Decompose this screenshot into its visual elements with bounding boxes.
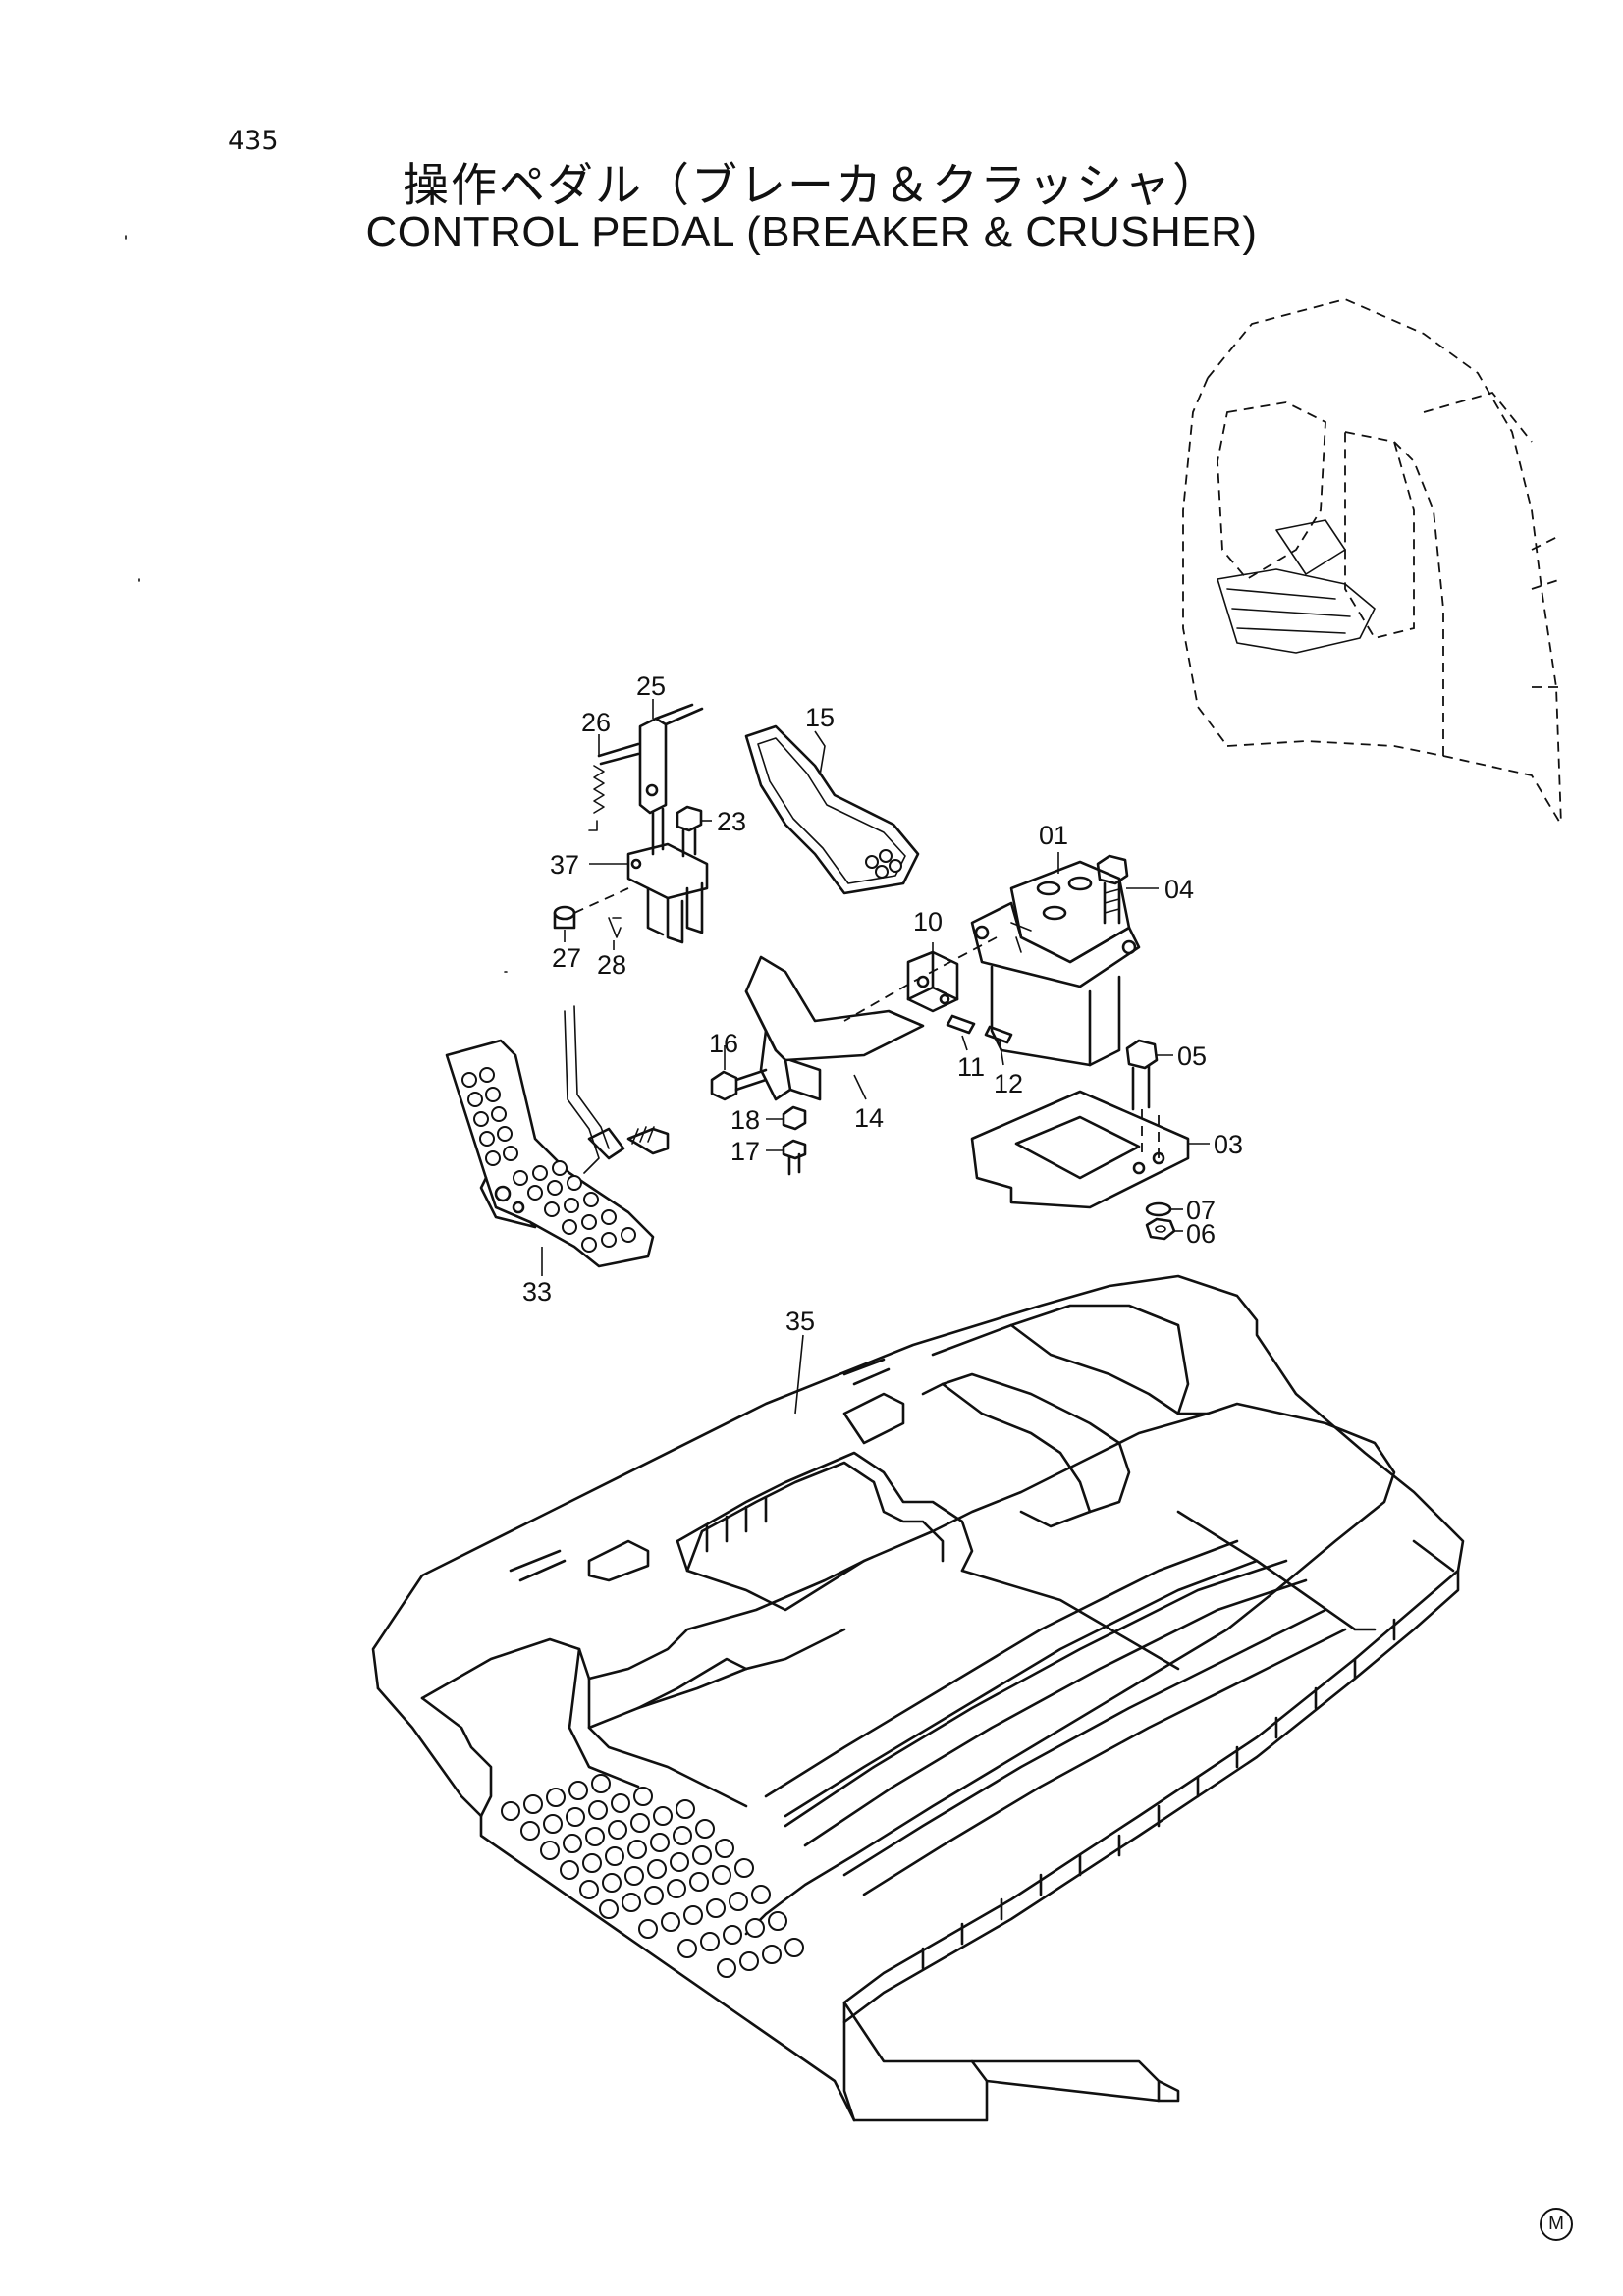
callout-14: 14 <box>854 1103 884 1133</box>
bolt-part-04 <box>1096 854 1129 925</box>
callout-16: 16 <box>709 1029 738 1058</box>
callout-17: 17 <box>730 1137 760 1166</box>
callout-10: 10 <box>913 907 943 936</box>
foot-pedal-part-33 <box>445 1005 670 1268</box>
pin-part-12 <box>984 1025 1013 1044</box>
bolt-part-16 <box>710 1068 768 1101</box>
pin-part-11 <box>946 1014 976 1035</box>
callout-18: 18 <box>730 1105 760 1135</box>
callout-37: 37 <box>550 850 579 880</box>
callout-15: 15 <box>805 703 835 732</box>
block-part-10 <box>906 950 959 1013</box>
rod-part-25 <box>638 703 704 856</box>
callout-35: 35 <box>785 1307 815 1336</box>
callout-33: 33 <box>522 1277 552 1307</box>
callout-03: 03 <box>1214 1130 1243 1159</box>
pin-part-27 <box>553 887 629 930</box>
callout-26: 26 <box>581 708 611 737</box>
bolt-part-05 <box>1125 1039 1159 1158</box>
callout-labels: 01 04 05 03 07 06 10 11 12 14 15 16 18 1… <box>522 671 1243 1336</box>
pedal-mount-bracket-part-37 <box>626 842 709 944</box>
bolt-part-23 <box>676 805 703 858</box>
callout-12: 12 <box>994 1069 1023 1098</box>
page-title-english: CONTROL PEDAL (BREAKER & CRUSHER) <box>365 208 1258 256</box>
pedal-bracket-part-14 <box>744 955 925 1101</box>
washer-part-07 <box>1145 1201 1172 1217</box>
pedal-stud-pattern <box>461 1067 636 1253</box>
callout-25: 25 <box>636 671 666 701</box>
excavator-cab-locator-icon <box>1182 298 1562 826</box>
base-plate-part-03 <box>970 1090 1190 1209</box>
page-title-japanese: 操作ペダル（ブレーカ＆クラッシャ） <box>403 159 1220 213</box>
callout-05: 05 <box>1177 1041 1207 1071</box>
callout-28: 28 <box>597 950 626 980</box>
nut-part-06 <box>1145 1217 1176 1241</box>
pedal-valve-part-01 <box>970 860 1141 1067</box>
callout-04: 04 <box>1164 875 1194 904</box>
bolt-part-17 <box>782 1139 807 1176</box>
callout-11: 11 <box>957 1052 985 1082</box>
spring-part-26 <box>588 742 640 831</box>
callout-01: 01 <box>1039 821 1068 850</box>
callout-07: 07 <box>1186 1196 1216 1225</box>
callout-leaders <box>541 699 1210 1415</box>
pedal-cover-part-15 <box>744 724 920 895</box>
floor-stud-pattern <box>501 1774 804 1978</box>
callout-27: 27 <box>552 943 581 973</box>
maker-circle-m-icon: M <box>1540 2208 1573 2241</box>
floor-plate-part-35 <box>371 1274 1465 2122</box>
callout-23: 23 <box>717 807 746 836</box>
nut-part-18 <box>782 1105 807 1131</box>
page-number: 435 <box>228 126 279 156</box>
callout-06: 06 <box>1186 1219 1216 1249</box>
clip-part-28 <box>608 917 622 938</box>
